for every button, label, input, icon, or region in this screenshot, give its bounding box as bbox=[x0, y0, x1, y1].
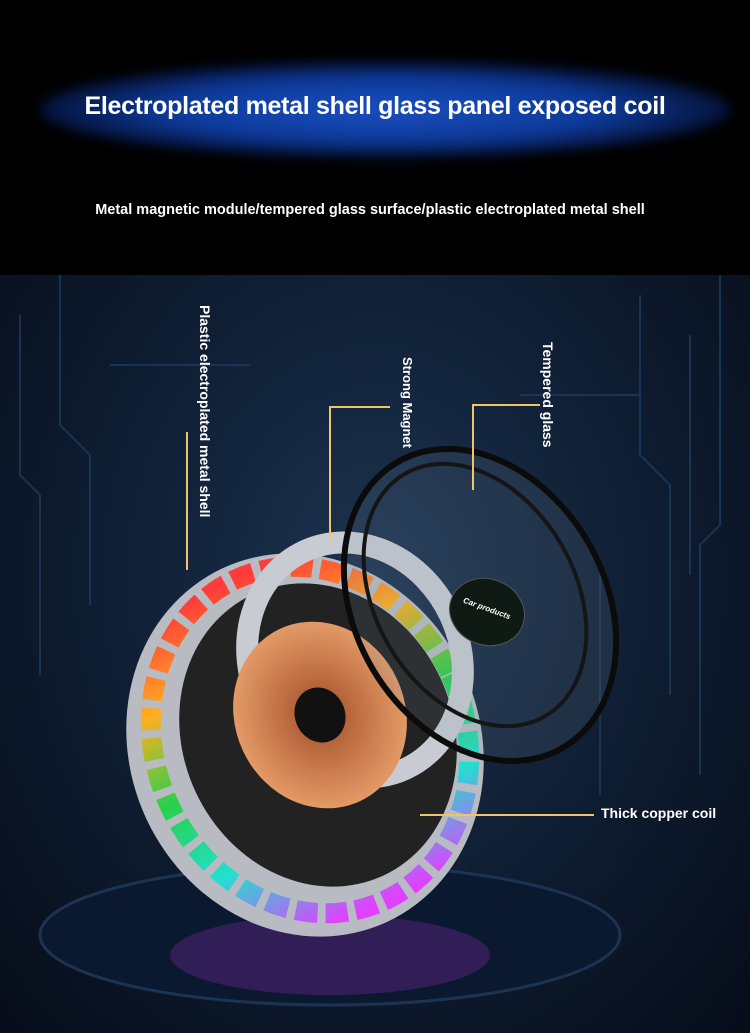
product-illustration bbox=[19, 275, 721, 1007]
label-magnet: Strong Magnet bbox=[400, 357, 415, 448]
header-section: Electroplated metal shell glass panel ex… bbox=[0, 0, 750, 275]
label-coil: Thick copper coil bbox=[601, 805, 717, 821]
label-glass: Tempered glass bbox=[540, 342, 556, 448]
blue-glow bbox=[40, 62, 730, 157]
product-scene: Car products Plastic electroplated metal… bbox=[0, 275, 750, 1033]
circuit-pattern bbox=[19, 275, 721, 795]
logo-badge bbox=[449, 577, 525, 647]
label-shell: Plastic electroplated metal shell bbox=[197, 305, 213, 518]
page-title: Electroplated metal shell glass panel ex… bbox=[84, 92, 666, 120]
leader-lines bbox=[186, 404, 594, 816]
page-subtitle: Metal magnetic module/tempered glass sur… bbox=[95, 202, 645, 218]
